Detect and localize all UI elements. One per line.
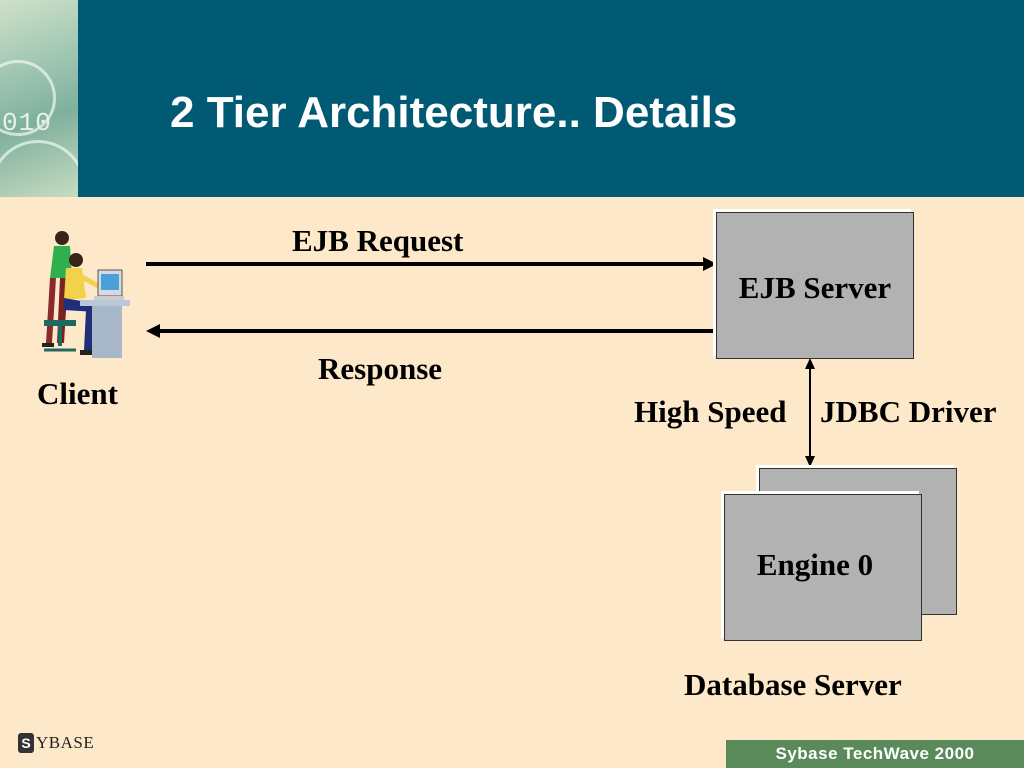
techwave-banner: Sybase TechWave 2000 [726,740,1024,768]
sybase-logo: S YBASE [18,733,94,753]
ejb-server-label: EJB Server [738,270,892,305]
thumbnail-binary-text: 010 [2,108,52,138]
slide-title: 2 Tier Architecture.. Details [170,88,738,137]
title-bar: 010 2 Tier Architecture.. Details [0,0,1024,197]
people-at-computer-icon [42,231,130,358]
database-server-label: Database Server [684,667,902,702]
engine-0-box: Engine 0 [724,494,922,641]
binary-thumbnail-image: 010 [0,0,78,197]
jdbc-driver-label: JDBC Driver [820,394,997,429]
ejb-request-label: EJB Request [292,223,464,258]
client-label: Client [37,376,118,411]
engine-0-label: Engine 0 [756,547,874,582]
sybase-logo-mark: S [18,733,34,753]
high-speed-label: High Speed [634,394,787,429]
sybase-logo-text: YBASE [36,733,95,752]
ejb-server-box: EJB Server [716,212,914,359]
response-label: Response [318,351,443,386]
